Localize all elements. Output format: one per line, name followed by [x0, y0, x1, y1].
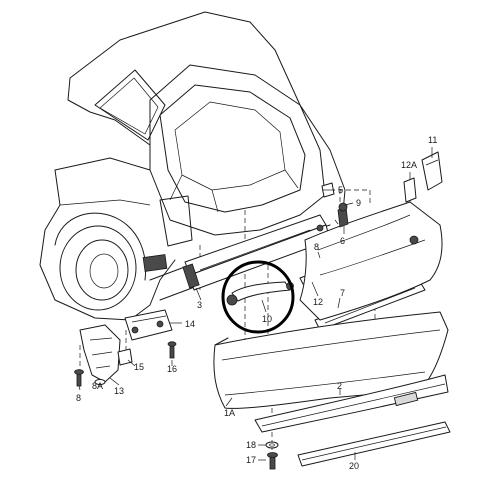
label-2: 2 — [337, 381, 342, 391]
label-12A: 12A — [401, 160, 417, 170]
side-bracket-part-13 — [79, 324, 121, 383]
label-6: 6 — [340, 236, 345, 246]
leader-lines — [78, 147, 433, 461]
label-5: 5 — [338, 185, 343, 195]
label-1A: 1A — [224, 408, 235, 418]
label-10: 10 — [262, 314, 272, 324]
callout-labels: 11 12A 5 9 6 8 12 7 3 10 14 15 16 8 8A 1… — [76, 135, 437, 471]
label-3: 3 — [197, 300, 202, 310]
washer-part-8A — [94, 379, 106, 385]
washer-part-18 — [265, 441, 279, 449]
clip-part-15 — [117, 348, 133, 366]
screw-part-6 — [337, 202, 349, 228]
trim-strip-part-20 — [297, 421, 451, 467]
label-14: 14 — [185, 319, 195, 329]
bracket-part-10 — [226, 281, 294, 306]
label-9: 9 — [356, 198, 361, 208]
label-7: 7 — [340, 288, 345, 298]
screw-part-16 — [167, 341, 177, 359]
label-20: 20 — [349, 461, 359, 471]
label-8A: 8A — [92, 381, 103, 391]
clip-part-12A — [403, 177, 417, 203]
label-15: 15 — [134, 362, 144, 372]
label-16: 16 — [167, 364, 177, 374]
label-18: 18 — [246, 440, 256, 450]
label-11: 11 — [428, 135, 437, 145]
bracket-part-14 — [124, 309, 173, 341]
bumper-cover-part-1A — [213, 311, 449, 409]
label-8-lower: 8 — [76, 393, 81, 403]
label-17: 17 — [246, 455, 256, 465]
bumper-upper-cover — [299, 201, 443, 321]
label-13: 13 — [114, 386, 124, 396]
screw-part-8-lower — [74, 369, 84, 387]
label-12: 12 — [313, 297, 323, 307]
highlight-circle — [221, 260, 295, 334]
bracket-part-11 — [421, 151, 443, 191]
label-8-upper: 8 — [314, 242, 319, 252]
screw-part-17 — [267, 452, 278, 470]
lower-panel-part-2 — [254, 374, 449, 433]
